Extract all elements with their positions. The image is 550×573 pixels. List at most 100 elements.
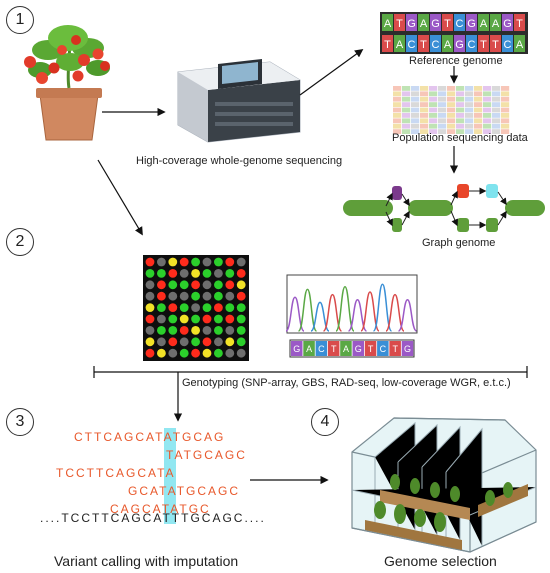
sequence-cell <box>474 123 483 129</box>
sequence-cell <box>501 118 510 124</box>
chromatogram-base-letter: T <box>392 344 398 354</box>
base-cell <box>514 35 525 52</box>
sequence-cell <box>456 129 465 134</box>
sequence-cell <box>429 129 438 134</box>
sequence-cell <box>438 129 447 134</box>
chromatogram-base-cell <box>352 341 364 356</box>
sequence-cell <box>483 123 492 129</box>
base-letter: A <box>516 39 524 51</box>
sequence-cell <box>420 129 429 134</box>
variant-highlight <box>164 428 176 524</box>
sequence-cell <box>438 102 447 107</box>
snp-dot <box>225 269 235 278</box>
snp-dot <box>168 326 178 335</box>
snp-dot <box>168 314 178 324</box>
sequence-cell <box>438 86 447 91</box>
sequence-cell <box>483 129 492 134</box>
snp-dot <box>157 326 166 335</box>
snp-dot <box>236 314 246 324</box>
sequence-cell <box>465 91 474 97</box>
base-letter: A <box>420 18 428 30</box>
snp-dot <box>236 348 246 358</box>
sequence-cell <box>393 113 402 118</box>
snp-dot <box>202 291 212 301</box>
sequence-cell <box>501 96 510 102</box>
chromatogram-peak <box>322 293 343 332</box>
snp-dot <box>202 326 212 335</box>
snp-dot <box>191 269 201 278</box>
sequence-cell <box>393 107 402 113</box>
snp-dot <box>202 314 212 324</box>
sequence-cell <box>429 86 438 91</box>
chromatogram-base-cell <box>340 341 352 356</box>
sequence-cell <box>474 96 483 102</box>
base-cell <box>406 35 417 52</box>
snp-dot <box>225 348 235 358</box>
base-cell <box>490 35 501 52</box>
base-cell <box>382 35 393 52</box>
chromatogram-base-cell <box>291 341 303 356</box>
chromatogram-base-cell <box>364 341 377 356</box>
sequence-cell <box>474 107 483 113</box>
chromatogram-peak <box>297 288 318 332</box>
consensus-sequence: ....TCCTTCAGCATTTGCAGC.... <box>40 511 266 525</box>
sequence-cell <box>465 96 474 102</box>
snp-dot <box>145 303 155 312</box>
sequence-cell <box>474 129 483 134</box>
snp-dot <box>214 326 223 335</box>
sequence-cell <box>456 91 465 97</box>
sequence-cell <box>474 91 483 97</box>
sequence-cell <box>483 86 492 91</box>
sequence-cell <box>483 96 492 102</box>
sequence-cell <box>492 107 501 113</box>
snp-dot <box>179 291 189 301</box>
snp-dot <box>179 303 189 312</box>
sequence-cell <box>465 102 474 107</box>
sequence-cell <box>492 86 501 91</box>
sequence-cell <box>492 113 501 118</box>
chromatogram-base-letter: G <box>293 344 300 354</box>
snp-dot <box>145 291 155 301</box>
sequence-cell <box>456 96 465 102</box>
sequence-cell <box>420 113 429 118</box>
base-letter: T <box>492 39 499 51</box>
snp-dot <box>202 257 212 267</box>
chromatogram-peak <box>397 299 418 332</box>
snp-dot <box>179 337 189 347</box>
snp-dot <box>157 348 166 358</box>
base-letter: G <box>455 39 464 51</box>
base-cell <box>514 14 525 31</box>
base-letter: T <box>444 18 451 30</box>
snp-array-icon <box>143 255 249 361</box>
sequence-cell <box>456 86 465 91</box>
sequencing-label: High-coverage whole-genome sequencing <box>136 155 343 167</box>
chromatogram-base-cell <box>303 341 315 356</box>
base-cell <box>406 14 417 31</box>
base-letter: A <box>444 39 452 51</box>
snp-dot <box>157 257 166 267</box>
base-letter: T <box>384 39 391 51</box>
sequence-cell <box>447 118 456 124</box>
snp-dot <box>214 269 223 278</box>
sequence-cell <box>402 86 411 91</box>
sequence-cell <box>465 86 474 91</box>
chromatogram-base-cell <box>377 341 389 356</box>
chromatogram-base-frame <box>289 339 415 358</box>
population-data-grid <box>393 86 510 134</box>
sequence-cell <box>438 96 447 102</box>
sequence-cell <box>474 86 483 91</box>
chromatogram-base-cell <box>327 341 340 356</box>
base-cell <box>466 14 477 31</box>
sequence-cell <box>429 123 438 129</box>
sequence-cell <box>429 96 438 102</box>
sequence-cell <box>501 113 510 118</box>
sequence-cell <box>447 123 456 129</box>
snp-dot <box>157 280 166 290</box>
genome-selection-label: Genome selection <box>384 553 497 569</box>
chromatogram-base-letter: A <box>306 344 312 354</box>
sequence-cell <box>420 123 429 129</box>
snp-dot <box>214 303 223 312</box>
base-cell <box>430 35 441 52</box>
